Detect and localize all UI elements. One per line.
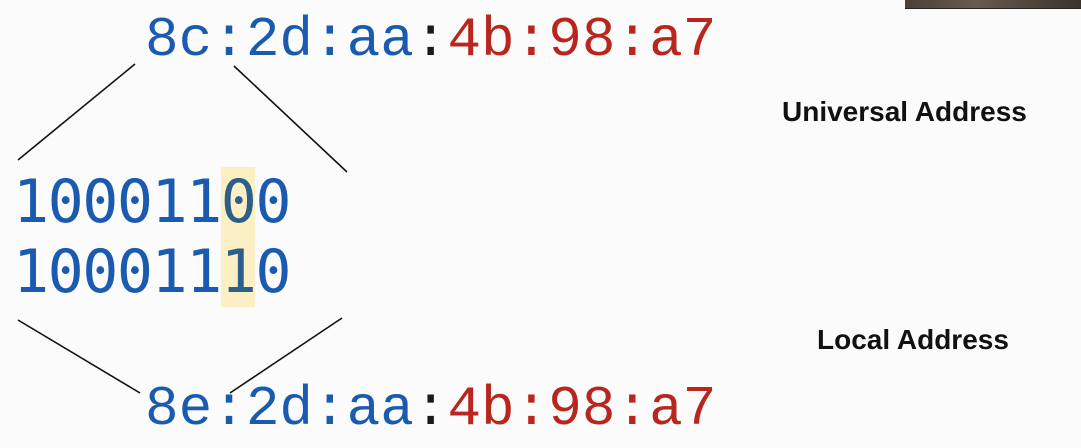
local-mac-oui: 8e:2d:aa (145, 377, 414, 441)
local-mac-address: 8e:2d:aa:4b:98:a7 (145, 381, 716, 437)
universal-mac-oui: 8c:2d:aa (145, 8, 414, 72)
universal-mac-separator: : (413, 8, 448, 72)
universal-ul-bit-highlight: 0 (220, 167, 257, 237)
local-bits-suffix: 0 (255, 237, 291, 307)
universal-first-octet-bits: 10001100 (13, 167, 291, 237)
universal-mac-address: 8c:2d:aa:4b:98:a7 (145, 12, 716, 68)
universal-bits-suffix: 0 (255, 167, 291, 237)
presenter-video-thumbnail (905, 0, 1081, 9)
connector-bottom-left (17, 319, 141, 394)
connector-top-right (233, 65, 348, 173)
local-bits-prefix: 100011 (13, 237, 222, 307)
local-address-label: Local Address (817, 324, 1009, 355)
local-ul-bit-highlight: 1 (220, 237, 257, 307)
connector-top-left (17, 63, 136, 161)
local-first-octet-bits: 10001110 (13, 237, 291, 307)
universal-address-label: Universal Address (782, 96, 1027, 127)
local-mac-separator: : (413, 377, 448, 441)
local-mac-nic: 4b:98:a7 (447, 377, 717, 441)
universal-bits-prefix: 100011 (13, 167, 222, 237)
universal-mac-nic: 4b:98:a7 (447, 8, 717, 72)
